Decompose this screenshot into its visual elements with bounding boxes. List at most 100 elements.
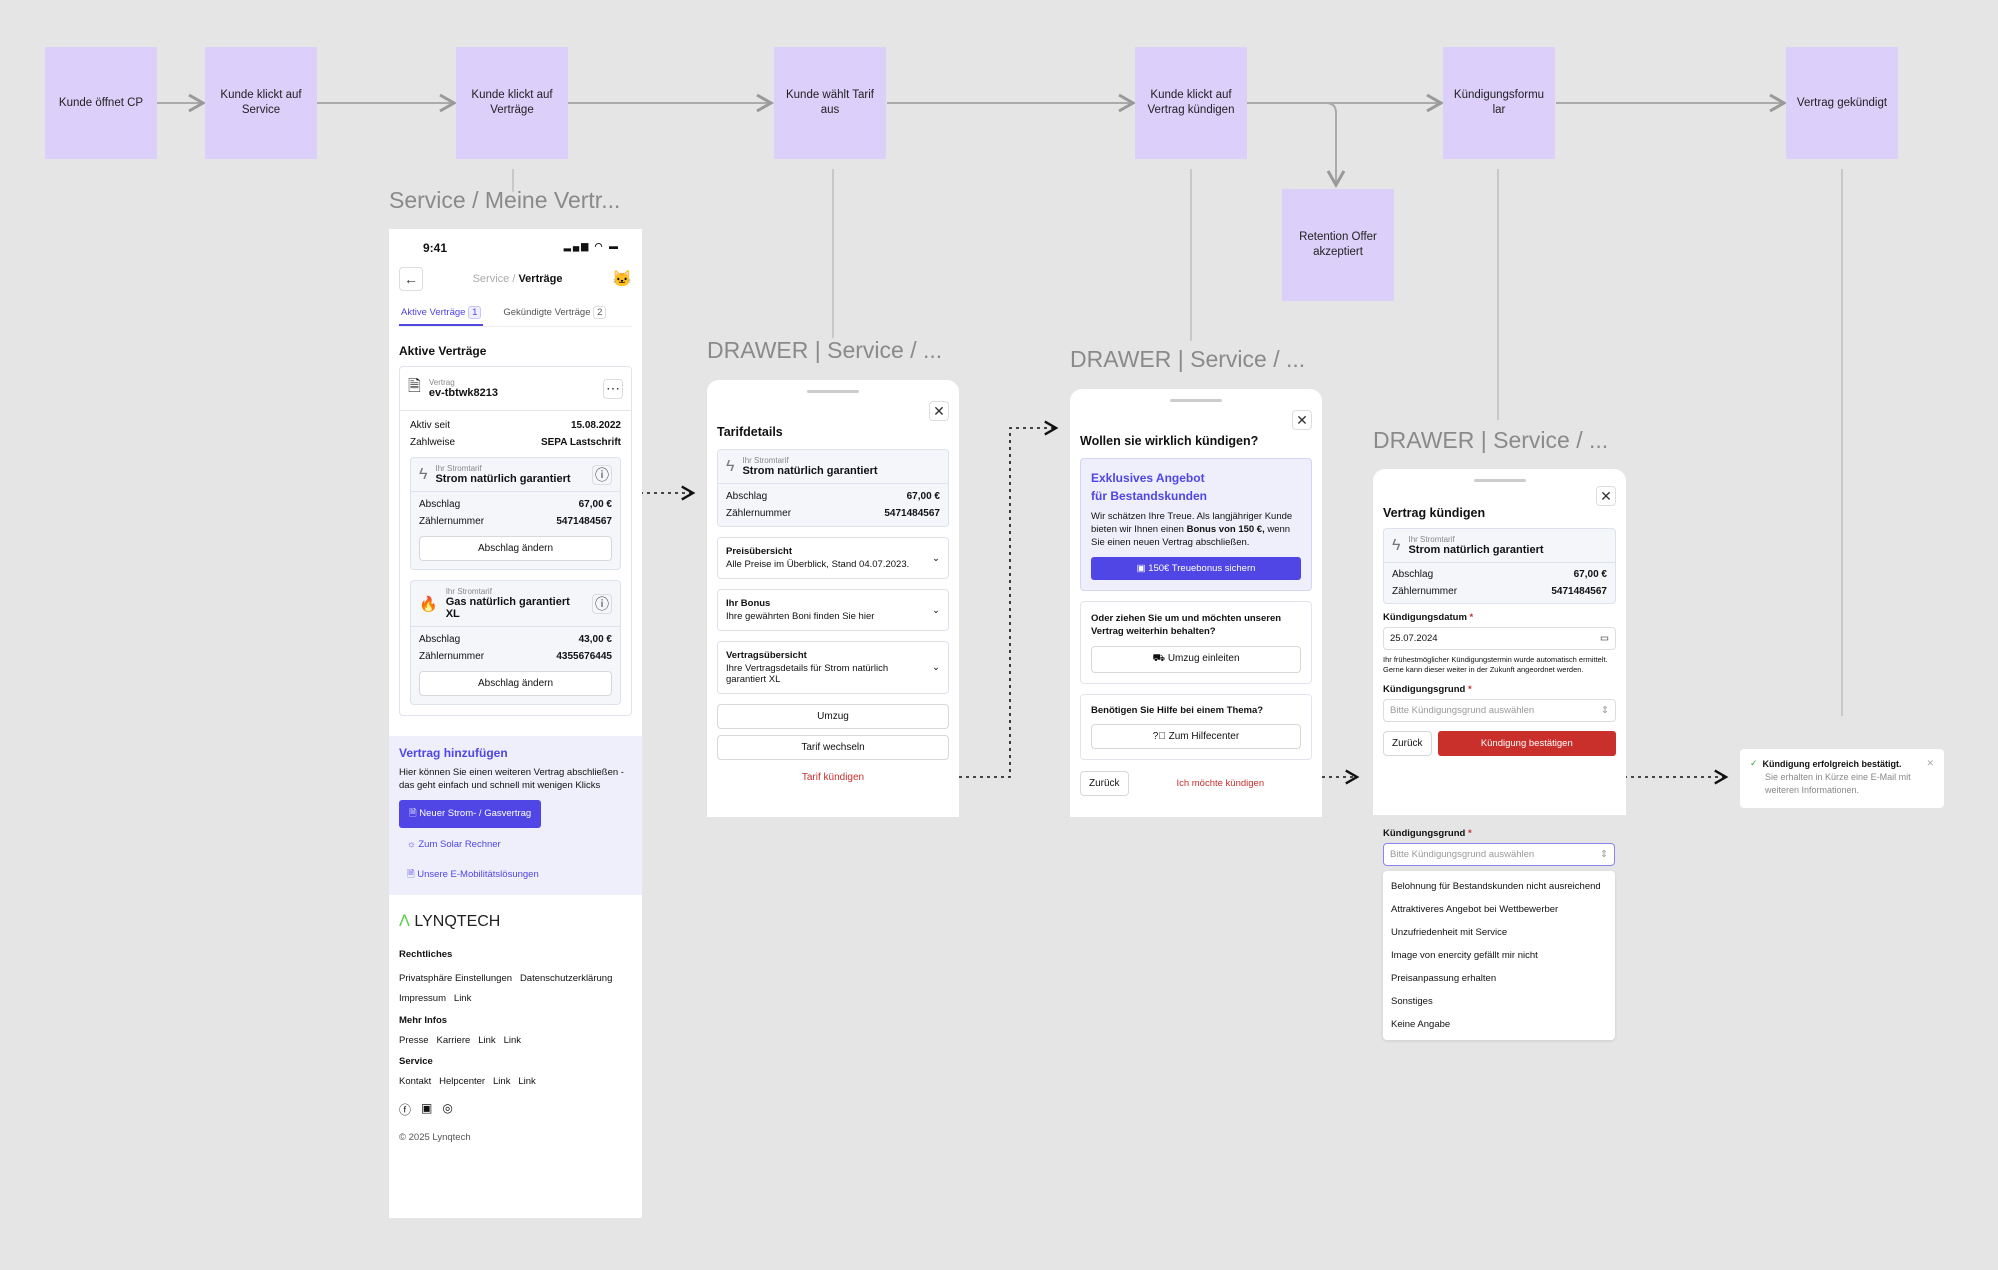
contract-id: ev-tbtwk8213 [428,387,498,399]
flow-step: Kunde klickt auf Verträge [456,47,568,159]
back-button[interactable]: Zurück [1383,731,1432,756]
dropdown-option[interactable]: Unzufriedenheit mit Service [1391,927,1508,938]
tab-cancelled-contracts[interactable]: Gekündigte Verträge 2 [483,303,607,326]
close-button[interactable]: ✕ [1292,410,1312,430]
add-contract-section: Vertrag hinzufügen Hier können Sie einen… [389,736,642,895]
flow-step: Kunde öffnet CP [45,47,157,159]
dropdown-option[interactable]: Preisanpassung erhalten [1391,973,1497,984]
footer-link[interactable]: Link [503,1035,522,1046]
breadcrumb-parent: Service / [472,273,519,285]
cancel-tariff-link[interactable]: Tarif kündigen [801,772,865,783]
offer-card: Exklusives Angebot für Bestandskunden Wi… [1080,458,1312,591]
breadcrumb-current: Verträge [518,273,563,285]
footer-link[interactable]: Privatsphäre Einstellungen [399,973,513,984]
money-icon: ▣ [1136,563,1146,574]
flame-icon: 🔥 [419,595,438,613]
breadcrumb: Service / Verträge [423,273,612,285]
switch-tariff-button[interactable]: Tarif wechseln [717,735,949,760]
close-button[interactable]: ✕ [1596,486,1616,506]
truck-icon: ⛟ [1152,653,1166,664]
info-button[interactable]: ⓘ [592,593,612,614]
flow-branch-arrow [1247,102,1346,189]
footer-link[interactable]: Kontakt [399,1076,432,1087]
cancellation-reason-select[interactable]: Bitte Kündigungsgrund auswählen⇕ [1383,699,1616,722]
lynqtech-logo: ᐱ LYNQTECH [399,913,501,930]
footer-link[interactable]: Impressum [399,993,446,1004]
instagram-icon[interactable]: ◎ [442,1101,453,1115]
check-circle-icon: ✓ [1750,758,1758,768]
flow-step: Kunde klickt auf Service [205,47,317,159]
dropdown-options: Belohnung für Bestandskunden nicht ausre… [1383,871,1615,1040]
new-contract-button[interactable]: 🗎 Neuer Strom- / Gasvertrag [399,800,542,828]
change-payment-button[interactable]: Abschlag ändern [419,671,612,696]
footer-link[interactable]: Link [453,993,472,1004]
lightning-icon: ϟ [726,457,735,475]
calendar-icon: ▭ [1600,633,1609,644]
footer-link[interactable]: Link [478,1035,496,1046]
question-icon: ?⃝ [1152,731,1166,742]
footer-link[interactable]: Link [493,1076,511,1087]
back-button[interactable]: Zurück [1080,771,1129,796]
retention-drawer: ✕ Wollen sie wirklich kündigen? Exklusiv… [1070,389,1322,817]
more-options-button[interactable]: ⋯ [603,378,623,399]
facebook-icon[interactable]: ⓕ [399,1103,412,1117]
help-center-button[interactable]: ?⃝ Zum Hilfecenter [1091,724,1301,749]
drawer-handle[interactable] [1170,399,1222,402]
close-button[interactable]: ✕ [929,401,949,421]
frame-title: Service / Meine Vertr... [389,187,621,213]
start-move-button[interactable]: ⛟ Umzug einleiten [1091,646,1301,673]
reason-dropdown: Kündigungsgrund * Bitte Kündigungsgrund … [1383,828,1615,1040]
dropdown-option[interactable]: Attraktiveres Angebot bei Wettbewerber [1391,904,1559,915]
close-icon[interactable]: ✕ [1926,758,1934,768]
chevron-down-icon: ⌄ [932,662,940,673]
emobility-link[interactable]: 🗎 Unsere E-Mobilitätslösungen [407,869,539,880]
back-button[interactable]: ← [399,267,423,291]
tab-active-contracts[interactable]: Aktive Verträge 1 [399,303,484,326]
cancellation-date-input[interactable]: 25.07.2024▭ [1383,627,1616,650]
select-chevron-icon: ⇕ [1600,849,1608,860]
confirm-cancellation-button[interactable]: Kündigung bestätigen [1437,731,1616,756]
frame-title: DRAWER | Service / ... [1373,427,1609,453]
solar-link[interactable]: ☼ Zum Solar Rechner [407,839,501,850]
footer-link[interactable]: Helpcenter [439,1076,486,1087]
document-icon: 🗎 [408,378,421,395]
flow-step: Vertrag gekündigt [1786,47,1898,159]
lynx-logo-icon: 🐱 [612,271,632,288]
dropdown-option[interactable]: Keine Angabe [1391,1019,1451,1030]
drawer-handle[interactable] [807,390,859,393]
linkedin-icon[interactable]: ▣ [421,1101,433,1115]
info-button[interactable]: ⓘ [592,464,612,485]
drawer-title: Vertrag kündigen [1383,506,1486,520]
footer-link[interactable]: Presse [399,1035,429,1046]
lightning-icon: ϟ [419,465,428,483]
copyright: © 2025 Lynqtech [399,1132,471,1143]
flow-step: Kunde wählt Tarif aus [774,47,886,159]
drawer-title: Wollen sie wirklich kündigen? [1080,434,1259,448]
chevron-down-icon: ⌄ [932,604,940,616]
drawer-handle[interactable] [1473,479,1526,482]
dropdown-option[interactable]: Belohnung für Bestandskunden nicht ausre… [1391,881,1601,892]
move-button[interactable]: Umzug [717,704,949,729]
frame-title: DRAWER | Service / ... [707,337,943,363]
footer-link[interactable]: Link [518,1076,536,1087]
reason-select-open[interactable]: Bitte Kündigungsgrund auswählen⇕ [1383,843,1615,866]
want-to-cancel-link[interactable]: Ich möchte kündigen [1176,778,1265,789]
loyalty-bonus-button[interactable]: ▣ 150€ Treuebonus sichern [1091,557,1301,580]
footer-link[interactable]: Karriere [436,1035,471,1046]
change-payment-button[interactable]: Abschlag ändern [419,536,612,561]
dropdown-option[interactable]: Image von enercity gefällt mir nicht [1391,950,1538,961]
dropdown-option[interactable]: Sonstiges [1391,996,1433,1007]
drawer-title: Tarifdetails [717,425,783,439]
footer-link[interactable]: Datenschutzerklärung [519,973,613,984]
